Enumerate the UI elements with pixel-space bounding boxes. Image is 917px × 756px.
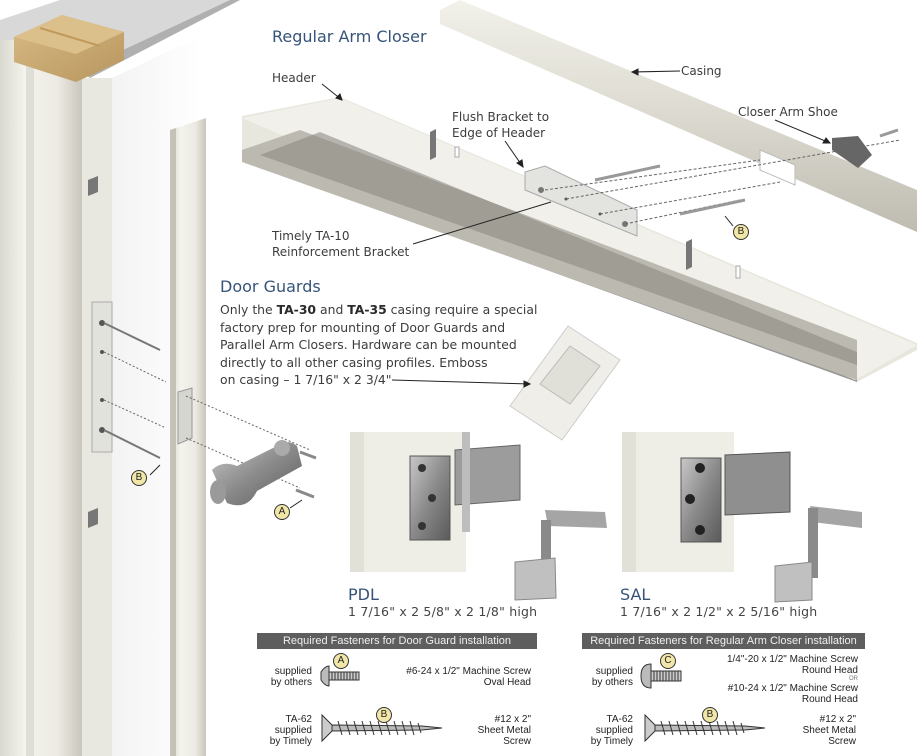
fastener-badge-a: A — [333, 653, 349, 669]
door-guards-title: Door Guards — [220, 277, 321, 296]
closer-arm-shoe — [832, 128, 899, 168]
product-pdl: PDL 1 7/16" x 2 5/8" x 2 1/8" high — [348, 585, 537, 619]
header-label: Header — [272, 71, 316, 85]
machine-screw-oval-head-icon — [320, 665, 360, 687]
callout-badge-b: B — [131, 470, 147, 486]
machine-screw-round-head-icon — [640, 663, 682, 689]
fastener-badge-c: C — [660, 653, 676, 669]
casing-profile — [440, 0, 917, 232]
product-name: SAL — [620, 585, 651, 604]
product-sal: SAL 1 7/16" x 2 1/2" x 2 5/16" high — [620, 585, 817, 619]
product-name: PDL — [348, 585, 379, 604]
fastener-badge-b: B — [702, 707, 718, 723]
door-guards-description: Only the TA-30 and TA-35 casing require … — [220, 302, 538, 388]
regular-arm-closer-title: Regular Arm Closer — [272, 27, 427, 46]
fastener-description: 1/4"-20 x 1/2" Machine Screw Round Head … — [726, 654, 858, 705]
product-dimensions: 1 7/16" x 2 1/2" x 2 5/16" high — [620, 604, 818, 619]
closer-arm-shoe-label: Closer Arm Shoe — [738, 105, 838, 119]
callout-badge-b: B — [733, 224, 749, 240]
header-profile — [242, 97, 917, 382]
reinforcement-bracket-label: Timely TA-10 Reinforcement Bracket — [272, 229, 410, 259]
casing-label: Casing — [681, 64, 722, 78]
callout-badge-a: A — [274, 504, 290, 520]
sheet-metal-screw-icon — [321, 713, 443, 743]
door-guard-fasteners-header: Required Fasteners for Door Guard instal… — [257, 633, 537, 649]
pdl-illustration — [350, 432, 607, 601]
ta10-reinforcement-bracket — [524, 139, 901, 237]
arm-closer-fasteners-header: Required Fasteners for Regular Arm Close… — [582, 633, 865, 649]
door-guard-hardware — [210, 440, 317, 506]
sheet-metal-screw-icon — [644, 713, 766, 743]
flush-bracket-label: Flush Bracket to Edge of Header — [452, 110, 550, 140]
emboss-casing-sample — [509, 325, 621, 441]
fastener-badge-b: B — [376, 707, 392, 723]
door-guard-reinforcement-plate — [91, 301, 311, 489]
product-dimensions: 1 7/16" x 2 5/8" x 2 1/8" high — [348, 604, 538, 619]
leader-lines — [149, 68, 832, 509]
sal-illustration — [622, 432, 862, 603]
